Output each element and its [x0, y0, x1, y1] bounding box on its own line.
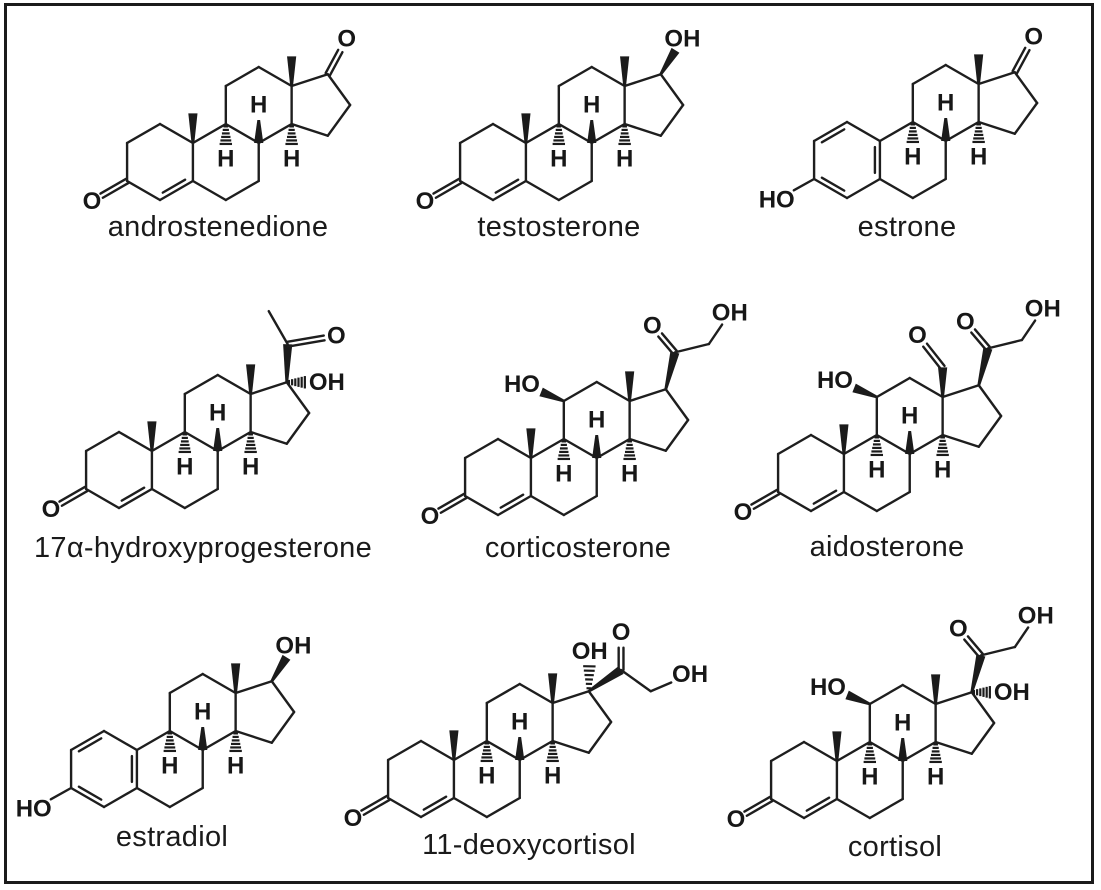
atom-label-oh21: OH [672, 661, 708, 688]
molecule-name-estrone: estrone [857, 211, 957, 243]
atom-label-o3: O [416, 188, 435, 215]
atom-label-h14: H [927, 763, 944, 790]
atom-label-h9: H [550, 145, 567, 172]
molecule-name-aidosterone: aidosterone [809, 531, 965, 563]
atom-label-o3: O [421, 503, 440, 530]
atom-label-o20: O [612, 619, 631, 646]
atom-label-oh17s: OH [309, 369, 345, 396]
atom-label-h14: H [934, 456, 951, 483]
atom-label-o20: O [643, 312, 662, 339]
atom-label-h14: H [544, 762, 561, 789]
atom-label-o3: O [344, 805, 363, 832]
atom-label-oh17s: OH [994, 679, 1030, 706]
atom-label-o3: O [734, 499, 753, 526]
molecule-name-11-deoxycortisol: 11-deoxycortisol [422, 829, 636, 861]
atom-label-o17: O [1024, 24, 1043, 51]
atom-label-oh17: OH [664, 26, 700, 53]
atom-label-o18: O [908, 322, 927, 349]
atom-label-ho11: HO [810, 674, 846, 701]
atom-label-h9: H [868, 456, 885, 483]
molecule-name-17a-hydroxyprogesterone: 17α-hydroxyprogesterone [33, 532, 373, 564]
atom-label-h8: H [937, 90, 954, 117]
atom-label-h8: H [194, 699, 211, 726]
atom-label-o20: O [949, 615, 968, 642]
atom-label-h14: H [242, 453, 259, 480]
atom-label-o3: O [727, 806, 746, 833]
atom-label-h14: H [283, 145, 300, 172]
atom-label-ho11: HO [504, 371, 540, 398]
atom-label-oh17u: OH [572, 638, 608, 665]
atom-label-h14: H [621, 460, 638, 487]
atom-label-ho11: HO [817, 367, 853, 394]
atom-label-h14: H [616, 145, 633, 172]
atom-label-ho3: HO [16, 795, 52, 822]
molecule-name-testosterone: testosterone [477, 211, 641, 243]
atom-label-h9: H [904, 143, 921, 170]
atom-label-ho3: HO [759, 186, 795, 213]
atom-label-h8: H [209, 400, 226, 427]
figure-border [4, 3, 1094, 884]
atom-label-oh21: OH [1025, 296, 1061, 323]
molecule-name-androstenedione: androstenedione [107, 211, 329, 243]
atom-label-h8: H [250, 92, 267, 119]
atom-label-h14: H [227, 752, 244, 779]
atom-label-h8: H [511, 709, 528, 736]
atom-label-h8: H [588, 407, 605, 434]
atom-label-o3: O [42, 496, 61, 523]
atom-label-h8: H [583, 92, 600, 119]
atom-label-o17: O [337, 26, 356, 53]
molecule-name-estradiol: estradiol [115, 821, 229, 853]
atom-label-oh21: OH [712, 300, 748, 327]
atom-label-oh21: OH [1018, 603, 1054, 630]
atom-label-h9: H [161, 752, 178, 779]
atom-label-h9: H [176, 453, 193, 480]
atom-label-h9: H [217, 145, 234, 172]
molecule-name-corticosterone: corticosterone [484, 532, 672, 564]
molecule-name-cortisol: cortisol [847, 831, 943, 863]
atom-label-o20: O [327, 322, 346, 349]
atom-label-oh17: OH [275, 633, 311, 660]
atom-label-h9: H [861, 763, 878, 790]
atom-label-o20: O [956, 308, 975, 335]
atom-label-h9: H [478, 762, 495, 789]
atom-label-h14: H [970, 143, 987, 170]
atom-label-h9: H [555, 460, 572, 487]
atom-label-h8: H [901, 403, 918, 430]
atom-label-o3: O [83, 188, 102, 215]
atom-label-h8: H [894, 710, 911, 737]
